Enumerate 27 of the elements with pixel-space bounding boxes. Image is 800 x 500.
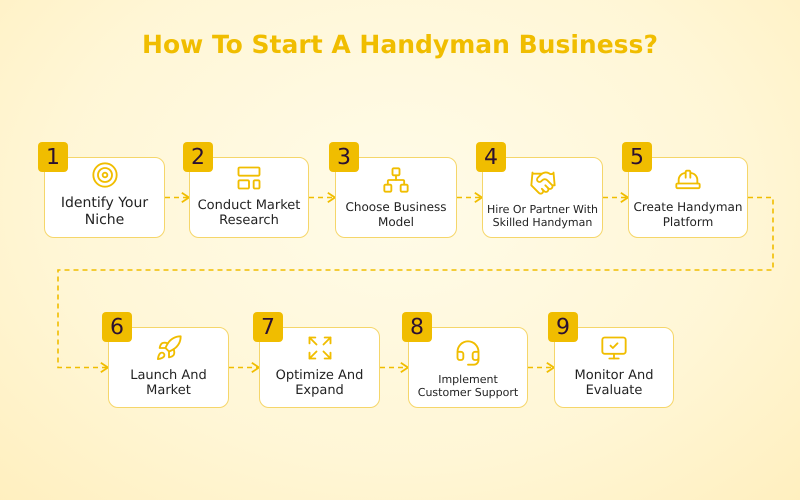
step-number: 4	[476, 142, 506, 172]
step-number: 8	[402, 312, 432, 342]
step-label: Identify Your Niche	[60, 195, 150, 229]
step-label: Optimize And Expand	[274, 368, 364, 399]
step-number: 6	[102, 312, 132, 342]
step-number: 5	[622, 142, 652, 172]
dashed-arrow	[528, 362, 555, 374]
step-number: 3	[329, 142, 359, 172]
step-label: Launch And Market	[129, 368, 208, 399]
dashed-arrow	[457, 192, 483, 204]
dashed-arrow	[229, 362, 260, 374]
step-label: Conduct Market Research	[196, 198, 302, 229]
title: How To Start A Handyman Business?	[141, 30, 659, 59]
step-number: 9	[548, 312, 578, 342]
step-label: Hire Or Partner With Skilled Handyman	[487, 202, 598, 229]
dashed-arrow	[380, 362, 409, 374]
dashed-arrow	[603, 192, 629, 204]
step-label: Monitor And Evaluate	[574, 368, 654, 399]
dashed-arrow	[57, 196, 774, 374]
step-number: 1	[38, 142, 68, 172]
dashed-arrow	[165, 192, 190, 204]
step-label: Create Handyman Platform	[633, 200, 743, 229]
step-label: Choose Business Model	[344, 200, 448, 229]
step-label: Implement Customer Support	[416, 372, 520, 399]
dashed-arrow	[309, 192, 336, 204]
step-number: 2	[183, 142, 213, 172]
step-number: 7	[253, 312, 283, 342]
